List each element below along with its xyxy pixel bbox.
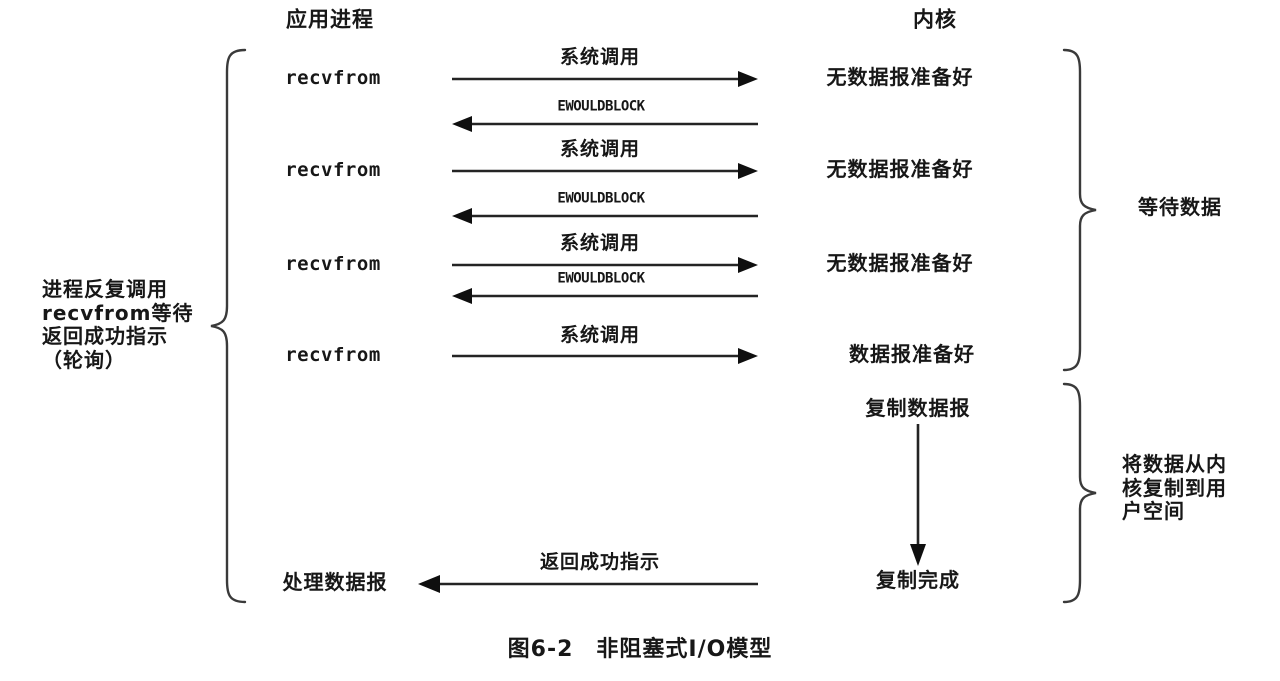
arrow-system-call-1 [452, 71, 758, 87]
kernel-step-datagram-ready: 数据报准备好 [849, 342, 975, 367]
arrow-label-ewouldblock-1: EWOULDBLOCK [557, 98, 645, 115]
left-bracket-label: 进程反复调用 recvfrom等待 返回成功指示 （轮询） [42, 277, 194, 372]
arrow-system-call-2 [452, 163, 758, 179]
arrow-system-call-3 [452, 257, 758, 273]
arrow-label-ewouldblock-3: EWOULDBLOCK [557, 270, 645, 287]
right-brace-wait-for-data [1062, 48, 1097, 372]
app-step-recvfrom-3: recvfrom [285, 252, 381, 275]
kernel-step-copy-complete: 复制完成 [876, 568, 960, 593]
arrow-label-ewouldblock-2: EWOULDBLOCK [557, 190, 645, 207]
app-step-recvfrom-2: recvfrom [285, 158, 381, 181]
figure-caption: 图6-2 非阻塞式I/O模型 [507, 637, 773, 663]
column-header-kernel: 内核 [913, 7, 957, 32]
kernel-step-copy-datagram: 复制数据报 [865, 396, 971, 421]
kernel-step-no-datagram-ready-3: 无数据报准备好 [826, 251, 974, 276]
arrow-label-system-call-3: 系统调用 [559, 231, 641, 254]
column-header-application-process: 应用进程 [286, 7, 374, 32]
right-bracket-label-copy-text: 将数据从内 核复制到用 户空间 [1122, 452, 1227, 524]
right-brace-copy-to-user-space [1062, 382, 1097, 604]
arrow-system-call-4 [452, 348, 758, 364]
arrow-ewouldblock-1 [452, 116, 758, 132]
right-bracket-label-wait-for-data: 等待数据 [1138, 195, 1222, 220]
left-bracket-label-text: 进程反复调用 recvfrom等待 返回成功指示 （轮询） [42, 277, 194, 372]
arrow-copy-data-vertical [910, 424, 926, 566]
arrow-return-success-indication [418, 575, 758, 593]
app-step-recvfrom-1: recvfrom [285, 66, 381, 89]
arrow-label-system-call-2: 系统调用 [559, 137, 641, 160]
arrow-label-system-call-4: 系统调用 [559, 323, 641, 346]
kernel-step-no-datagram-ready-1: 无数据报准备好 [826, 65, 974, 90]
arrow-ewouldblock-2 [452, 208, 758, 224]
app-step-process-datagram: 处理数据报 [282, 570, 388, 595]
arrow-ewouldblock-3 [452, 288, 758, 304]
left-brace [210, 48, 247, 604]
app-step-recvfrom-4: recvfrom [285, 343, 381, 366]
kernel-step-no-datagram-ready-2: 无数据报准备好 [826, 157, 974, 182]
arrow-label-system-call-1: 系统调用 [559, 45, 641, 68]
right-bracket-label-copy-to-user-space: 将数据从内 核复制到用 户空间 [1122, 452, 1227, 524]
arrow-label-return-success-indication: 返回成功指示 [539, 550, 661, 573]
